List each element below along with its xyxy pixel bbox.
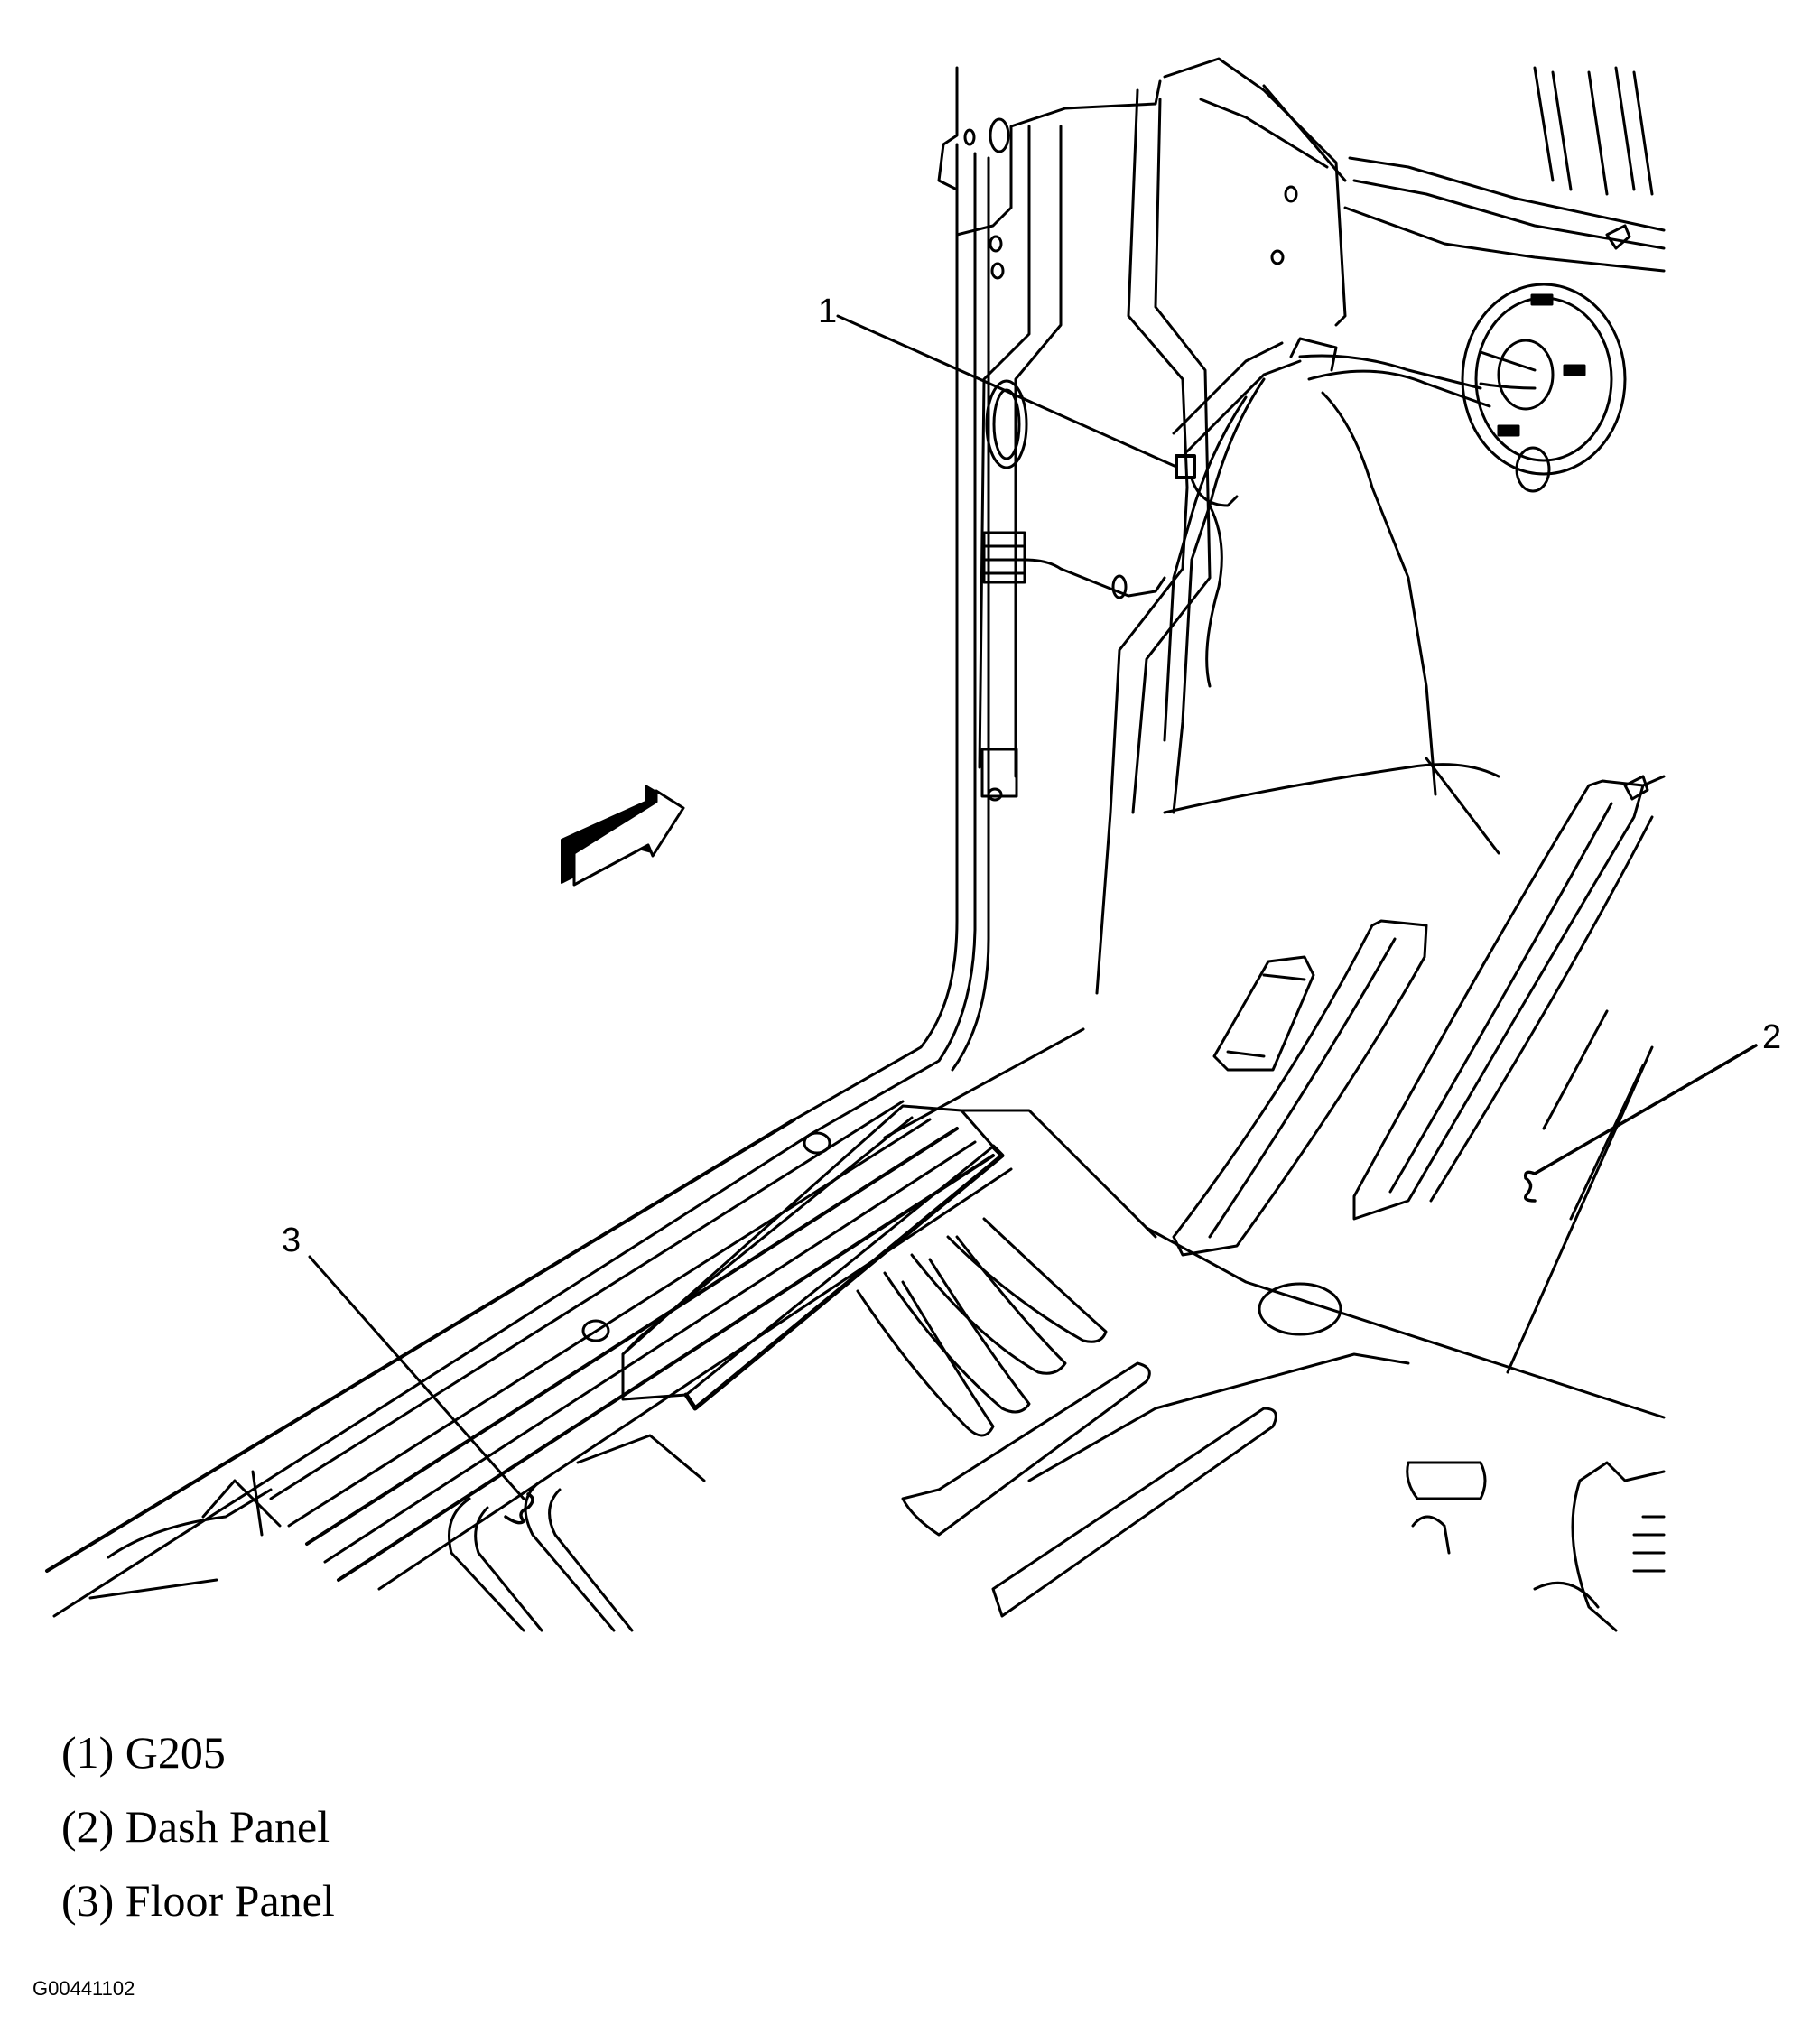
rear-panel-grommet	[1461, 224, 1631, 493]
floor-panel	[448, 1352, 1666, 1632]
legend-item-floor-panel: (3) Floor Panel	[61, 1875, 335, 1926]
forward-arrow-icon	[561, 785, 685, 887]
dash-panel	[1145, 757, 1666, 1419]
callout-3: 3	[282, 1222, 302, 1259]
legend-item-dash-panel: (2) Dash Panel	[61, 1801, 330, 1852]
wiring-harness	[1163, 337, 1491, 814]
rocker-sill	[45, 1027, 1085, 1618]
leader-squiggle-2	[1523, 1170, 1537, 1203]
legend-item-g205: (1) G205	[61, 1727, 226, 1778]
floor-tunnel	[621, 1104, 1157, 1437]
hinge-pillar	[793, 66, 1212, 1135]
figure-id: G00441102	[32, 1977, 135, 2000]
leader-line-3	[308, 1255, 525, 1500]
legend: (1) G205 (2) Dash Panel (3) Floor Panel	[61, 1715, 335, 1937]
leader-line-2	[1533, 1044, 1758, 1175]
leader-squiggle-3	[504, 1492, 534, 1525]
callout-2: 2	[1762, 1018, 1782, 1056]
leader-line-1	[836, 314, 1178, 469]
callout-1: 1	[818, 293, 838, 330]
rear-door-opening	[1163, 57, 1666, 327]
